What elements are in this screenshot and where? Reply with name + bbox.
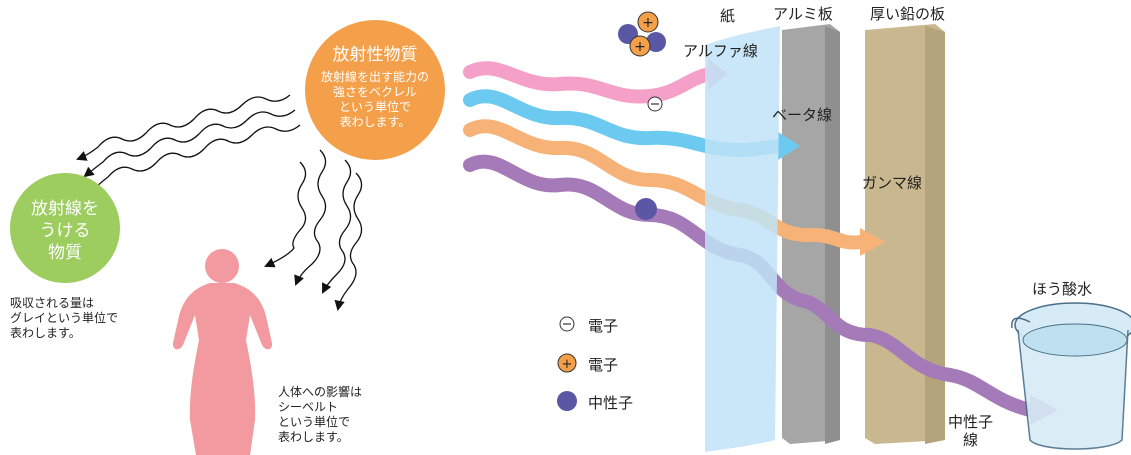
neutron-dot bbox=[635, 198, 657, 220]
gamma-wave bbox=[463, 119, 867, 250]
source-title: 放射性物質 bbox=[332, 45, 418, 65]
paper-sheet bbox=[705, 26, 780, 452]
legend-neutron-label: 中性子 bbox=[588, 394, 634, 412]
electron-marker bbox=[647, 96, 663, 112]
svg-text:+: + bbox=[642, 15, 654, 31]
source-desc-line: という単位で bbox=[338, 100, 411, 114]
beta-label: ベータ線 bbox=[772, 106, 833, 124]
source-desc-line: 放射線を出す能力の bbox=[320, 70, 429, 84]
alpha-wave bbox=[463, 61, 719, 104]
receiver-note: 吸収される量は グレイという単位で 表わします。 bbox=[10, 296, 118, 341]
legend-symbols: + bbox=[557, 316, 577, 411]
human-note: 人体への影響は シーベルト という単位で 表わします。 bbox=[278, 385, 362, 445]
source-circle bbox=[305, 20, 445, 160]
radiation-arrows-to-receiver bbox=[76, 94, 301, 193]
beta-arrowhead bbox=[778, 132, 800, 160]
alpha-particle: + + bbox=[618, 11, 666, 57]
water-label: ほう酸水 bbox=[1032, 280, 1093, 298]
receiver-note-line: 表わします。 bbox=[10, 326, 81, 340]
neutron-label: 中性子 線 bbox=[948, 413, 994, 449]
source-desc-line: 強さをベクレル bbox=[332, 85, 417, 99]
alpha-label: アルファ線 bbox=[683, 42, 758, 60]
human-note-line: という単位で bbox=[278, 415, 351, 429]
human-note-line: 表わします。 bbox=[278, 430, 349, 444]
receiver-line: 物質 bbox=[48, 243, 82, 263]
legend-electron-label: 電子 bbox=[588, 317, 619, 335]
radiation-arrows-to-human bbox=[264, 149, 363, 312]
gamma-arrowhead bbox=[860, 228, 885, 256]
legend-positive-label: 電子 bbox=[588, 356, 619, 374]
receiver-circle bbox=[10, 173, 120, 283]
receiver-line: うける bbox=[39, 221, 91, 241]
human-note-line: 人体への影響は bbox=[278, 385, 363, 399]
source-desc-line: 表わします。 bbox=[339, 115, 411, 129]
receiver-label: 放射線を うける 物質 bbox=[10, 198, 120, 264]
receiver-note-line: グレイという単位で bbox=[10, 311, 119, 325]
svg-text:+: + bbox=[562, 357, 573, 372]
receiver-note-line: 吸収される量は bbox=[10, 296, 95, 310]
human-figure bbox=[172, 249, 273, 455]
paper-label: 紙 bbox=[720, 7, 736, 25]
source-label-group: 放射性物質 放射線を出す能力の 強さをベクレル という単位で 表わします。 bbox=[305, 40, 445, 130]
svg-text:+: + bbox=[634, 39, 646, 55]
receiver-line: 放射線を bbox=[31, 199, 99, 219]
gamma-label: ガンマ線 bbox=[862, 174, 923, 192]
aluminum-label: アルミ板 bbox=[773, 5, 833, 23]
beaker bbox=[1011, 302, 1131, 450]
lead-plate bbox=[865, 24, 945, 444]
lead-label: 厚い鉛の板 bbox=[870, 5, 946, 23]
human-note-line: シーベルト bbox=[278, 400, 339, 414]
